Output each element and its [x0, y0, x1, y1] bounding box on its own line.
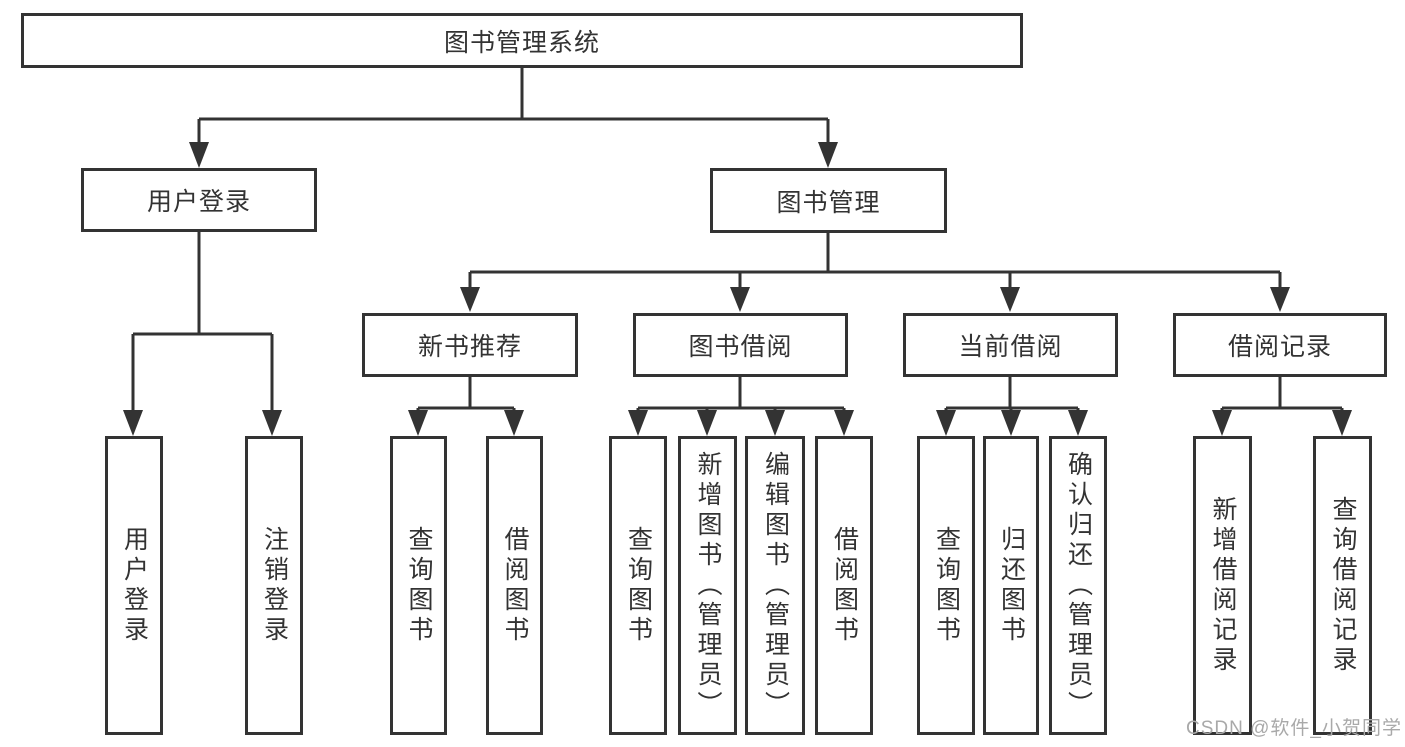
leaf-records-query-record: 查询借阅记录 [1313, 436, 1372, 735]
leaf-borrow-edit-books-admin: 编辑图书（管理员） [745, 436, 805, 735]
node-book-management-label: 图书管理 [776, 188, 881, 217]
leaf-user-login-label: 用户登录 [120, 525, 149, 646]
leaf-borrow-add-books-admin-label: 新增图书（管理员） [694, 450, 722, 721]
leaf-current-return-books: 归还图书 [983, 436, 1039, 735]
node-root-label: 图书管理系统 [443, 28, 600, 57]
leaf-recommend-query-books-label: 查询图书 [405, 525, 433, 646]
connector-root-to-level2 [189, 66, 838, 168]
leaf-logout: 注销登录 [245, 436, 303, 735]
leaf-borrow-borrow-books-label: 借阅图书 [830, 525, 859, 646]
leaf-user-login: 用户登录 [105, 436, 163, 735]
connector-current-borrow-group [936, 377, 1088, 436]
node-current-borrow-label: 当前借阅 [958, 333, 1063, 361]
node-new-book-recommend: 新书推荐 [362, 313, 578, 377]
leaf-records-query-record-label: 查询借阅记录 [1329, 495, 1357, 676]
leaf-borrow-query-books: 查询图书 [609, 436, 667, 735]
leaf-borrow-add-books-admin: 新增图书（管理员） [678, 436, 737, 735]
leaf-current-query-books: 查询图书 [917, 436, 975, 735]
node-borrow-records: 借阅记录 [1173, 313, 1387, 377]
node-borrow-records-label: 借阅记录 [1227, 333, 1332, 361]
node-book-borrow-label: 图书借阅 [688, 333, 793, 361]
connector-borrow-records-group [1212, 377, 1352, 436]
node-new-book-recommend-label: 新书推荐 [417, 333, 522, 361]
leaf-current-return-books-label: 归还图书 [997, 525, 1026, 646]
connector-book-management-branch [460, 231, 1290, 312]
node-user-login: 用户登录 [81, 168, 317, 232]
leaf-borrow-borrow-books: 借阅图书 [815, 436, 873, 735]
connector-user-login-branch [123, 230, 282, 436]
connector-new-book-recommend-group [408, 377, 524, 436]
leaf-current-confirm-return-admin-label: 确认归还（管理员） [1064, 450, 1093, 721]
leaf-recommend-query-books: 查询图书 [390, 436, 447, 735]
node-book-management: 图书管理 [710, 168, 947, 233]
csdn-watermark: CSDN @软件_小贺同学 [1186, 718, 1402, 739]
leaf-current-query-books-label: 查询图书 [932, 525, 961, 646]
leaf-borrow-edit-books-admin-label: 编辑图书（管理员） [761, 450, 790, 721]
node-user-login-label: 用户登录 [146, 188, 251, 216]
leaf-logout-label: 注销登录 [260, 525, 289, 646]
node-root-library-system: 图书管理系统 [21, 13, 1023, 68]
leaf-recommend-borrow-books-label: 借阅图书 [501, 525, 529, 646]
connector-book-borrow-group [628, 377, 854, 436]
leaf-records-add-record: 新增借阅记录 [1193, 436, 1252, 735]
node-current-borrow: 当前借阅 [903, 313, 1118, 377]
node-book-borrow: 图书借阅 [633, 313, 848, 377]
leaf-recommend-borrow-books: 借阅图书 [486, 436, 543, 735]
leaf-records-add-record-label: 新增借阅记录 [1209, 495, 1237, 676]
leaf-borrow-query-books-label: 查询图书 [624, 525, 653, 646]
leaf-current-confirm-return-admin: 确认归还（管理员） [1049, 436, 1107, 735]
